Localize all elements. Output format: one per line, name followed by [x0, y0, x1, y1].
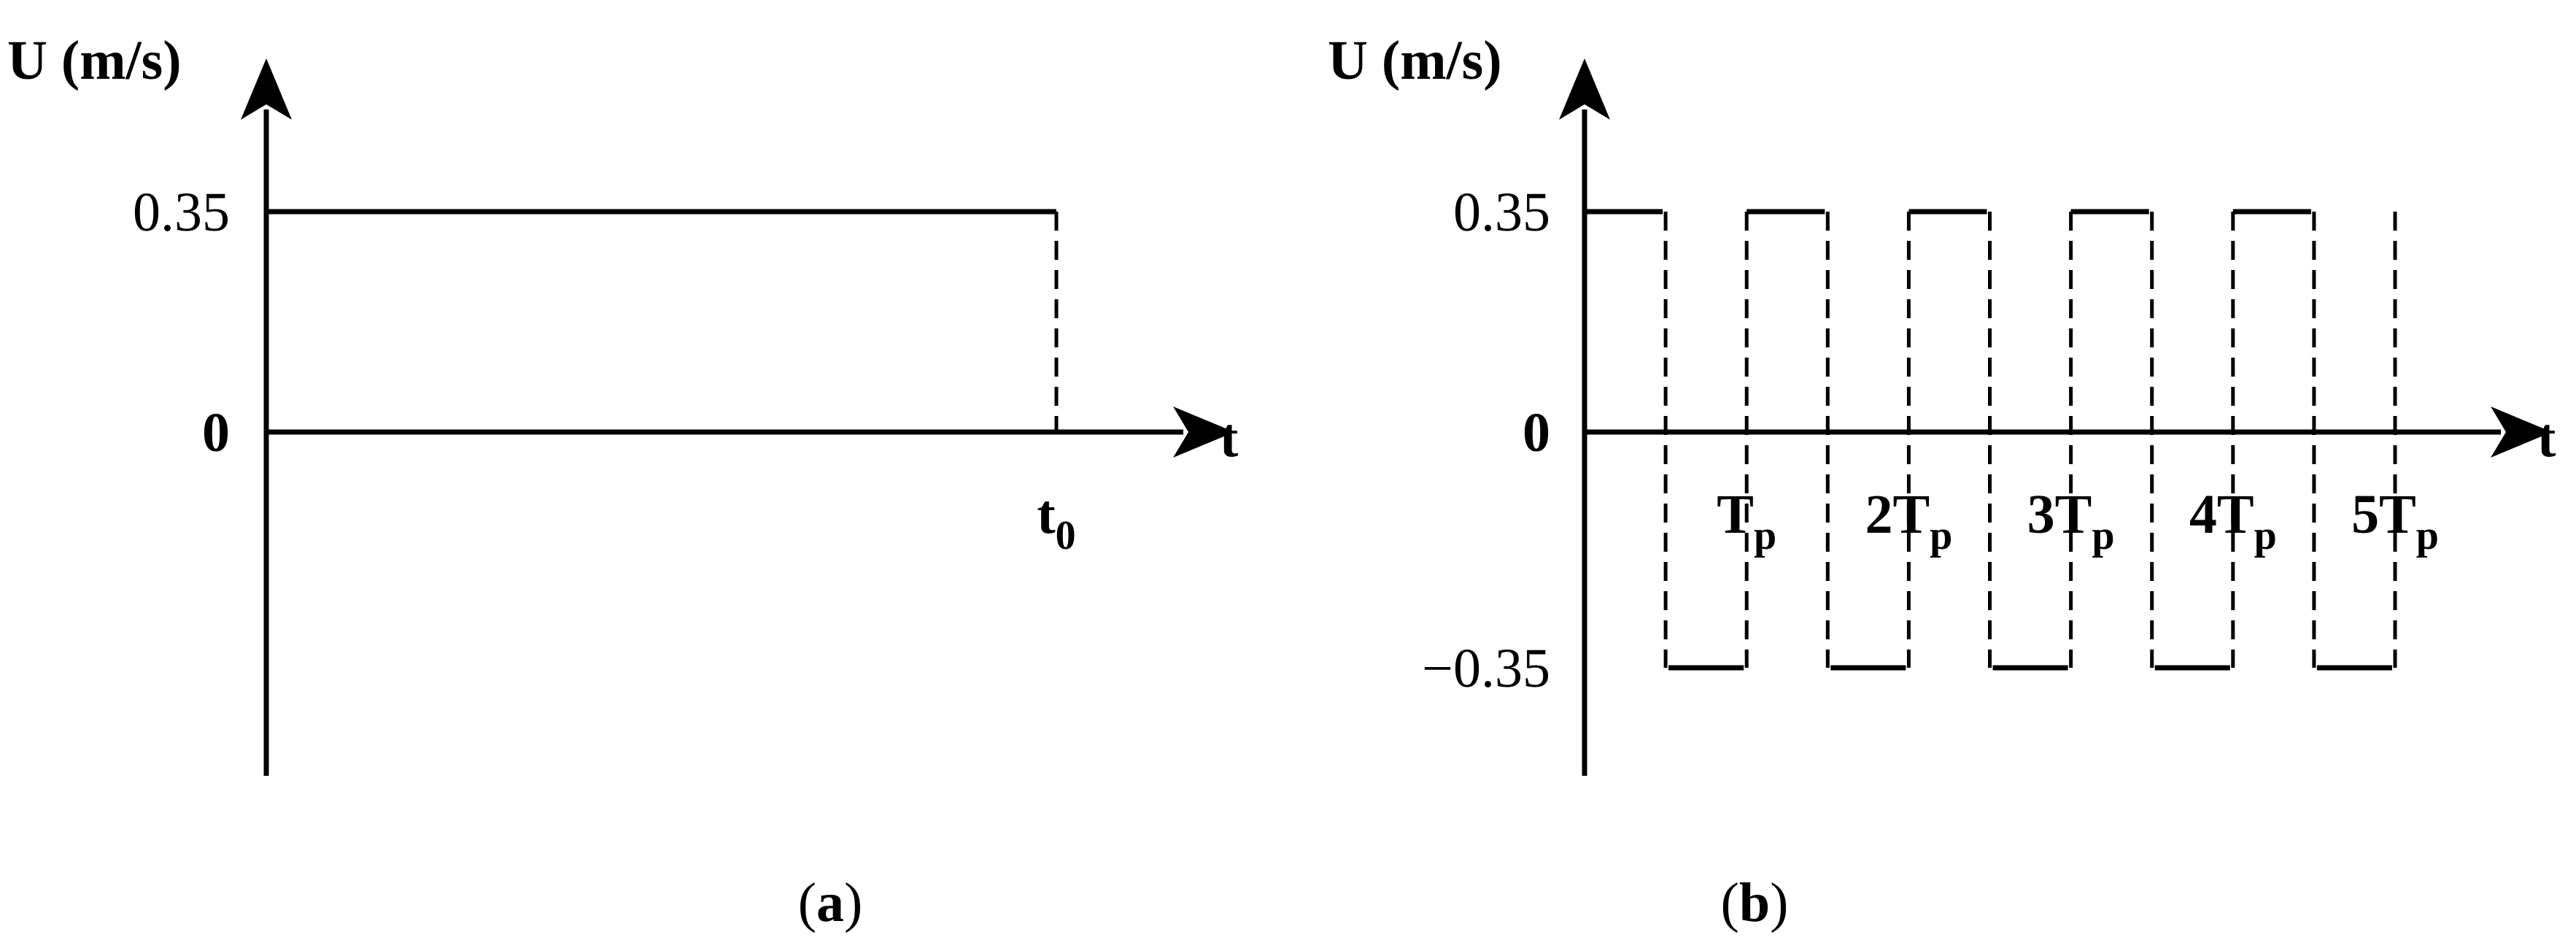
y-tick-label: 0.35: [133, 182, 230, 243]
x-tick-label: 3Tp: [2027, 484, 2115, 558]
x-axis-label: t: [2537, 407, 2556, 469]
y-tick-label: 0: [202, 402, 230, 463]
x-tick-label: t0: [1037, 484, 1075, 558]
x-tick-label: 2Tp: [1865, 484, 1952, 558]
panel-caption: (a): [798, 872, 863, 933]
panel-a-chart: U (m/s) t 0.35 0 t0 (a): [7, 30, 1238, 933]
y-tick-label: −0.35: [1422, 638, 1550, 699]
x-tick-label: 4Tp: [2189, 484, 2277, 558]
y-tick-label: 0: [1523, 402, 1550, 463]
x-axis-label: t: [1220, 407, 1238, 469]
y-tick-label: 0.35: [1453, 182, 1550, 243]
y-axis-label: U (m/s): [1328, 30, 1502, 91]
panel-caption: (b): [1721, 872, 1789, 933]
x-tick-label: 5Tp: [2351, 484, 2439, 558]
y-axis-label: U (m/s): [7, 30, 182, 91]
